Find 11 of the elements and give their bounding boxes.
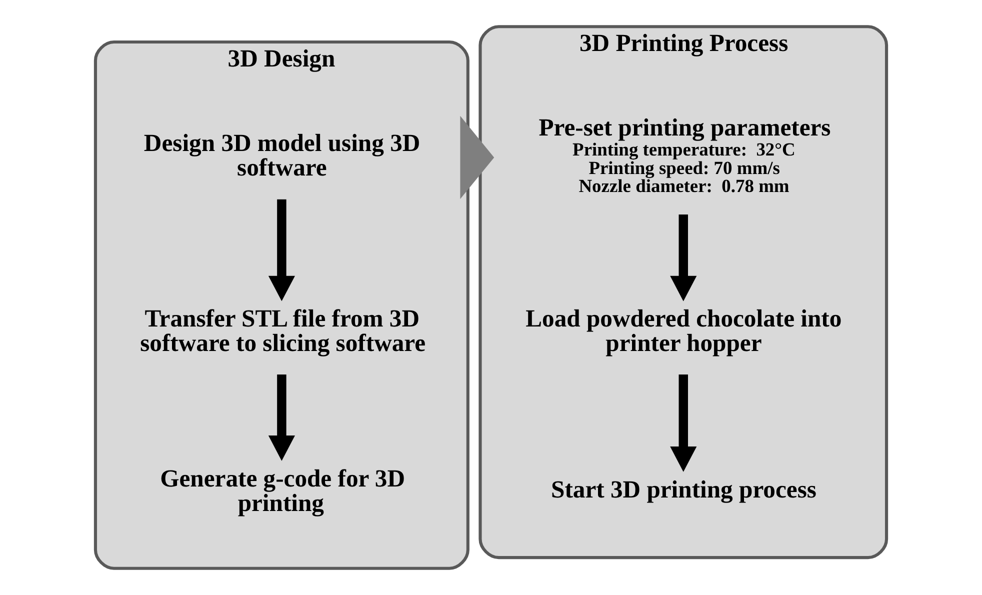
arrow bbox=[268, 199, 295, 302]
arrow bbox=[670, 214, 697, 302]
arrow bbox=[670, 374, 697, 472]
node-text: Start 3D printing process bbox=[551, 476, 816, 504]
node-text: Design 3D model using 3D software bbox=[144, 130, 420, 182]
arrow bbox=[268, 374, 295, 461]
node-text: Pre-set printing parameters Printing temperature: 32°C Printing speed: 70 mm/s Nozzle diameter: 0.78 mm bbox=[538, 114, 831, 196]
node-text: Generate g-code for 3D printing bbox=[160, 465, 405, 518]
node-text: Transfer STL file from 3D software to slicing software bbox=[140, 305, 426, 358]
arrow bbox=[460, 116, 494, 199]
node-text: Load powdered chocolate into printer hopper bbox=[526, 305, 842, 358]
